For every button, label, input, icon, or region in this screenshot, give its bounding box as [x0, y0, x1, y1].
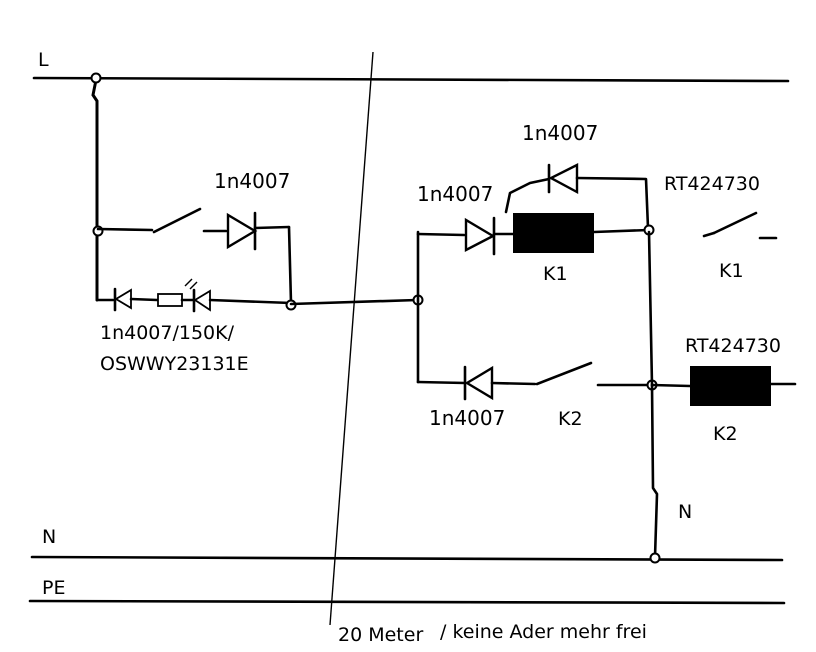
indicator-label-line2: OSWWY23131E: [100, 353, 249, 375]
switch-left: [96, 207, 202, 234]
cable-note-text: / keine Ader mehr frei: [440, 621, 647, 643]
k1-feedback-diode: [504, 163, 650, 230]
rail-l-label: L: [38, 49, 49, 71]
relay-k2-type: RT424730: [685, 335, 781, 357]
indicator-branch: [95, 278, 293, 313]
k1-series-diode-label: 1n4007: [417, 182, 493, 206]
contact-k2-name: K2: [558, 408, 583, 430]
relay-k2-name: K2: [713, 423, 738, 445]
contact-k1-name: K1: [719, 260, 744, 282]
relay-k2-coil: [690, 366, 771, 406]
neutral-return-wire: [647, 230, 659, 559]
relay-k1-type: RT424730: [664, 173, 760, 195]
contact-k2: [535, 361, 653, 387]
n-branch-label: N: [678, 501, 692, 523]
relay-k1-name: K1: [543, 263, 568, 285]
rail-n: [30, 555, 784, 562]
indicator-diode: [113, 287, 132, 312]
indicator-label-line1: 1n4007/150K/: [100, 322, 235, 344]
diode-top-left-label: 1n4007: [214, 169, 290, 193]
contact-k1: [702, 211, 778, 240]
indicator-led: [184, 278, 211, 313]
control-wire: [289, 298, 419, 306]
k2-coil-wires: [650, 382, 797, 388]
rail-pe-label: PE: [42, 577, 65, 599]
cable-separation-line: [329, 51, 374, 626]
k2-series-diode: [416, 365, 537, 401]
k1-feedback-diode-label: 1n4007: [522, 121, 598, 145]
relay-k1-coil: [513, 213, 594, 253]
rail-pe: [28, 599, 786, 605]
cable-note-length: 20 Meter: [338, 624, 423, 646]
node-l: [90, 72, 102, 84]
node-n: [649, 552, 661, 564]
diode-top-left: [202, 211, 293, 305]
k2-series-diode-label: 1n4007: [429, 406, 505, 430]
rail-l: [32, 76, 790, 83]
left-feed-wire: [91, 78, 99, 302]
k1-series-diode: [416, 216, 516, 256]
k1-coil-to-node: [592, 228, 651, 234]
indicator-resistor: [157, 293, 183, 307]
rail-n-label: N: [42, 526, 56, 548]
